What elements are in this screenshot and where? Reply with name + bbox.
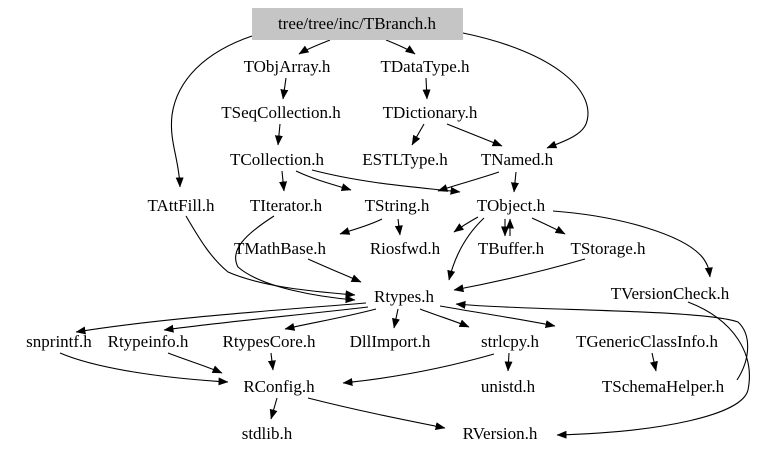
node-rconfig[interactable]: RConfig.h (243, 377, 315, 396)
node-tobject[interactable]: TObject.h (477, 196, 546, 215)
node-snprintf[interactable]: snprintf.h (26, 332, 92, 351)
node-tnamed[interactable]: TNamed.h (481, 150, 554, 169)
node-estltype[interactable]: ESTLType.h (362, 150, 448, 169)
edge-tstring-to-riosfwd (394, 218, 403, 236)
node-rtypeinfo[interactable]: Rtypeinfo.h (108, 332, 189, 351)
edge-tobject-to-tstorage (531, 217, 566, 235)
root-node-box (252, 8, 463, 40)
edge-tstorage-to-rtypes (453, 258, 586, 293)
edge-tcollection-to-titerator (279, 170, 288, 192)
node-tschemahelper[interactable]: TSchemaHelper.h (602, 377, 725, 396)
edge-tdictionary-to-estltype (411, 123, 425, 146)
edge-tgenericclassinfo-to-tschemahelper (650, 352, 658, 372)
node-tdatatype[interactable]: TDataType.h (381, 57, 470, 76)
edge-tcollection-to-tobject (311, 169, 461, 195)
edge-rtypes-to-rtypescore (284, 308, 377, 331)
node-dllimport[interactable]: DllImport.h (350, 332, 431, 351)
edge-rtypeinfo-to-rconfig (167, 352, 223, 374)
node-tversioncheck[interactable]: TVersionCheck.h (611, 284, 730, 303)
edge-rconfig-to-stdlib (269, 397, 278, 420)
edge-strlcpy-to-unistd (504, 352, 513, 372)
node-tattfill[interactable]: TAttFill.h (147, 196, 215, 215)
edge-titerator-to-rtypes (235, 215, 356, 304)
node-group: TObjArray.h TDataType.h TSeqCollection.h… (26, 57, 730, 443)
edge-tbranch-to-tobjarray (298, 39, 331, 55)
node-tbuffer[interactable]: TBuffer.h (478, 239, 545, 258)
edge-tobject-to-tversioncheck (552, 210, 713, 278)
edge-strlcpy-to-rconfig (342, 353, 495, 387)
node-tstring[interactable]: TString.h (365, 196, 430, 215)
edge-snprintf-to-rconfig (59, 352, 229, 386)
edge-rtypescore-to-rconfig (267, 352, 276, 371)
edge-tobject-to-rtypes (447, 217, 485, 281)
edge-tobjarray-to-tseqcollection (280, 77, 289, 100)
node-root-tbranch: tree/tree/inc/TBranch.h (252, 8, 463, 40)
node-titerator[interactable]: TIterator.h (250, 196, 323, 215)
edge-tbranch-to-tattfill (170, 35, 253, 188)
edge-tbranch-to-tnamed (462, 32, 589, 149)
edge-tdatatype-to-tdictionary (422, 77, 431, 100)
node-unistd[interactable]: unistd.h (481, 377, 536, 396)
node-tstorage[interactable]: TStorage.h (570, 239, 646, 258)
edge-tnamed-to-tstring (437, 171, 500, 192)
node-rtypescore[interactable]: RtypesCore.h (222, 332, 316, 351)
edge-rtypes-to-dllimport (392, 308, 400, 329)
node-riosfwd[interactable]: Riosfwd.h (370, 239, 441, 258)
node-tobjarray[interactable]: TObjArray.h (244, 57, 331, 76)
edge-tmathbase-to-rtypes (307, 258, 362, 283)
edge-rtypes-to-snprintf (75, 302, 367, 335)
edge-rtypes-to-strlcpy (419, 308, 470, 328)
node-tgenericclassinfo[interactable]: TGenericClassInfo.h (576, 332, 719, 351)
edge-tcollection-to-tstring (295, 170, 352, 191)
edge-tversioncheck-to-rversion (556, 301, 750, 439)
edge-tdictionary-to-tnamed (446, 123, 503, 147)
edge-rtypes-to-tgenericclassinfo (439, 305, 556, 329)
node-tcollection[interactable]: TCollection.h (230, 150, 324, 169)
edge-tattfill-to-rtypes (185, 215, 356, 299)
edge-tschemahelper-to-rtypes (455, 300, 749, 381)
edge-rconfig-to-rversion (307, 397, 446, 431)
node-rtypes[interactable]: Rtypes.h (374, 287, 434, 306)
node-tdictionary[interactable]: TDictionary.h (383, 103, 478, 122)
node-tseqcollection[interactable]: TSeqCollection.h (221, 103, 341, 122)
edge-rtypes-to-rtypeinfo (163, 306, 369, 333)
edge-tnamed-to-tobject (510, 171, 519, 193)
edge-group (59, 32, 750, 439)
edge-tseqcollection-to-tcollection (274, 123, 283, 146)
node-stdlib[interactable]: stdlib.h (242, 424, 293, 443)
edge-tstring-to-tmathbase (339, 218, 383, 235)
edge-tobject-to-riosfwd (453, 216, 479, 233)
root-node-label: tree/tree/inc/TBranch.h (278, 14, 437, 33)
node-strlcpy[interactable]: strlcpy.h (481, 332, 539, 351)
node-rversion[interactable]: RVersion.h (463, 424, 538, 443)
edge-tbranch-to-tdatatype (385, 39, 416, 55)
node-tmathbase[interactable]: TMathBase.h (234, 239, 327, 258)
